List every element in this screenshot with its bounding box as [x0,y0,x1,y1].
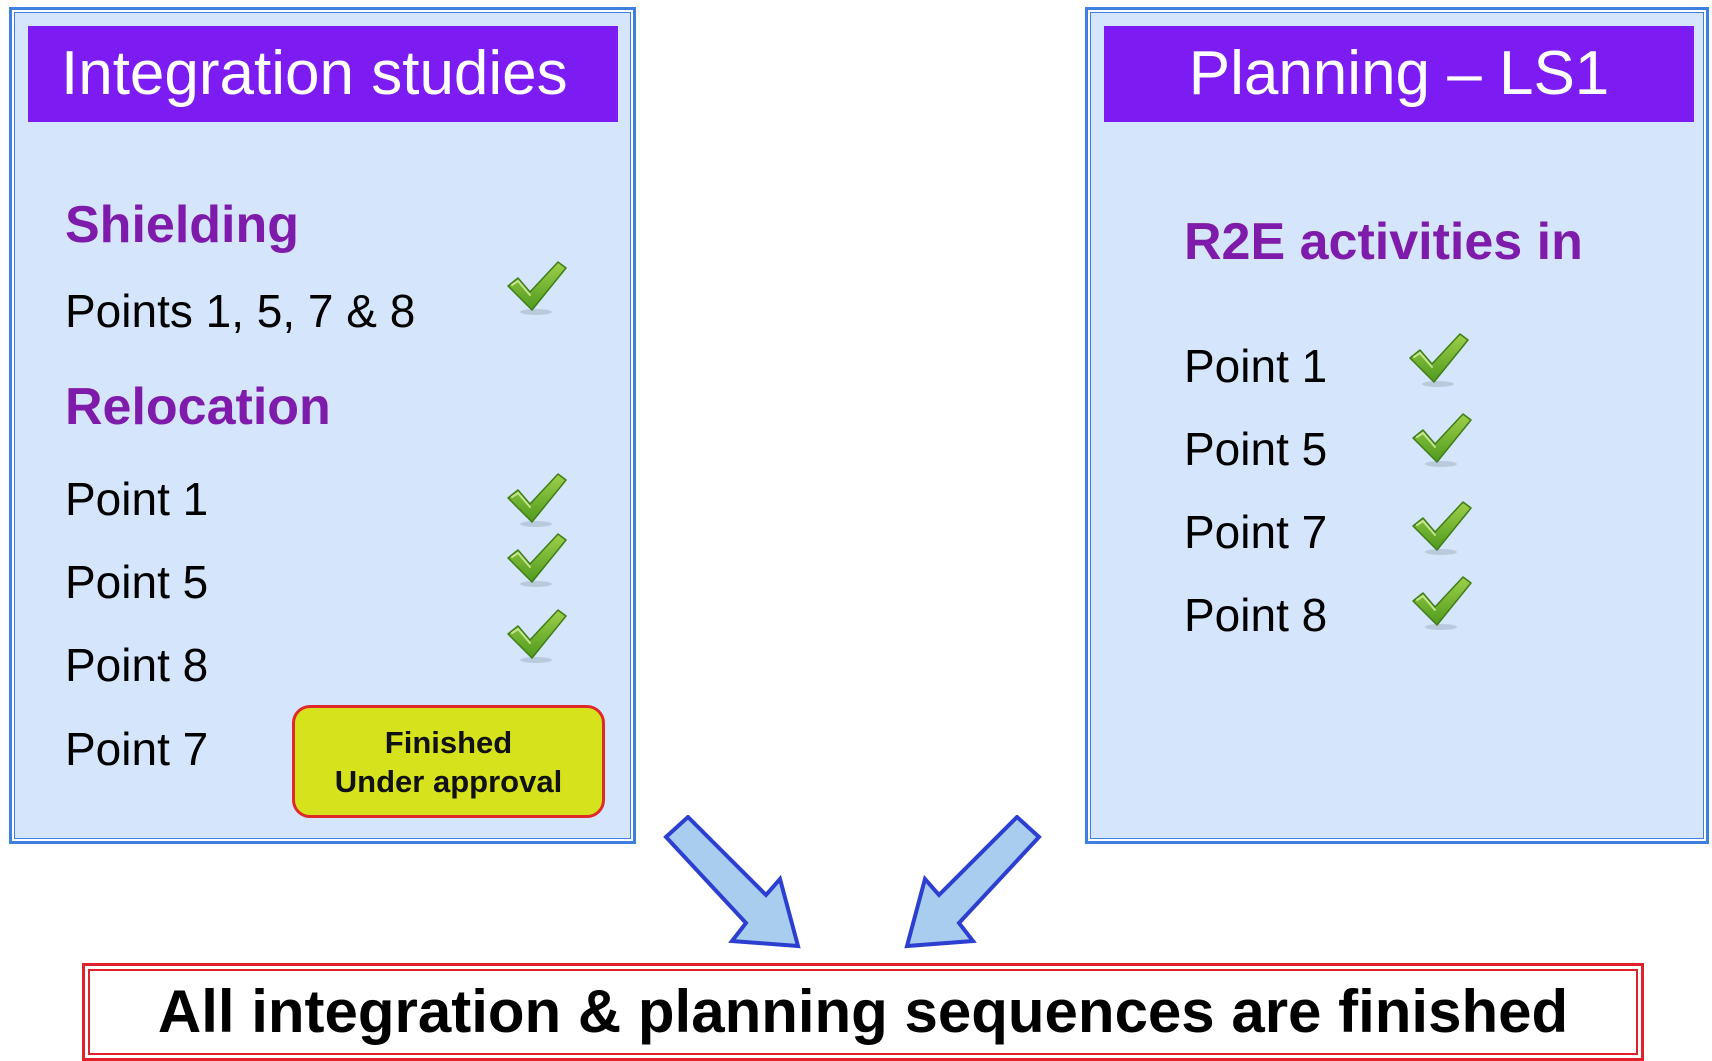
check-icon [506,608,568,664]
check-icon [1411,575,1473,631]
check-icon [1408,332,1470,388]
arrow-icon [660,815,805,950]
conclusion-banner: All integration & planning sequences are… [82,963,1644,1061]
relocation-item-point-5: Point 5 [65,556,209,608]
conclusion-text: All integration & planning sequences are… [157,978,1569,1045]
planning-item-point-7: Point 7 [1184,506,1328,558]
relocation-heading: Relocation [65,378,331,436]
check-icon [506,260,568,316]
relocation-item-point-8: Point 8 [65,639,209,691]
check-icon [506,472,568,528]
shielding-item: Points 1, 5, 7 & 8 [65,285,416,337]
planning-item-point-8: Point 8 [1184,589,1328,641]
r2e-heading: R2E activities in [1184,213,1583,271]
check-icon [1411,412,1473,468]
check-icon [506,532,568,588]
shielding-heading: Shielding [65,196,299,254]
planning-panel-title: Planning – LS1 [1104,26,1694,122]
integration-panel-title: Integration studies [28,26,618,122]
status-badge: Finished Under approval [292,705,605,818]
planning-panel: Planning – LS1 R2E activities in Point 1… [1085,7,1709,844]
check-icon [1411,500,1473,556]
status-line-approval: Under approval [334,763,563,799]
status-line-finished: Finished [384,724,513,760]
relocation-item-point-1: Point 1 [65,473,209,525]
planning-item-point-1: Point 1 [1184,340,1328,392]
arrow-icon [900,815,1045,950]
planning-item-point-5: Point 5 [1184,423,1328,475]
relocation-item-point-7: Point 7 [65,723,209,775]
integration-panel: Integration studies Shielding Points 1, … [9,7,636,844]
